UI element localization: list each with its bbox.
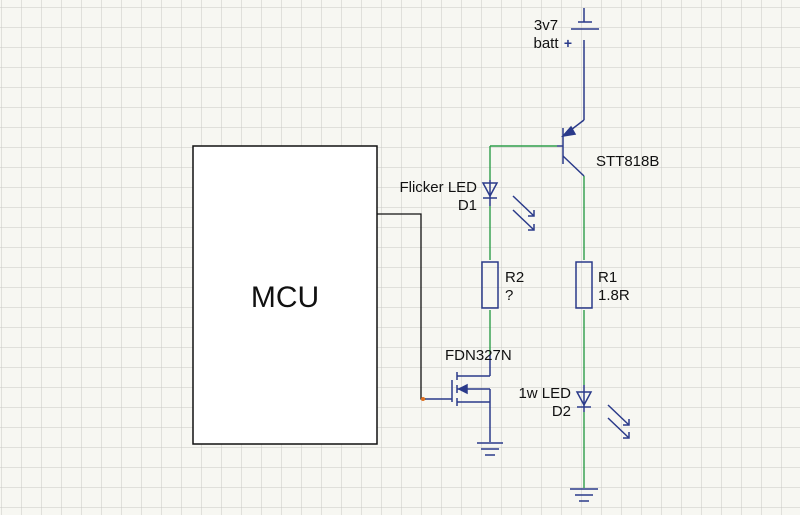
d2-ref: D2 [552,403,571,420]
r2-ref: R2 [505,269,524,286]
d1-label: Flicker LED [399,179,477,196]
ground-symbol-1 [477,442,503,456]
mcu-label: MCU [251,281,319,314]
resistor-r1[interactable] [575,261,593,309]
resistor-r2[interactable] [481,261,499,309]
battery-voltage-label: 3v7 [534,17,558,34]
battery-symbol[interactable] [571,8,599,120]
led-d2[interactable] [575,385,630,439]
transistor-q1[interactable] [557,119,585,177]
d1-ref: D1 [458,197,477,214]
wires [489,145,585,488]
d2-label: 1w LED [518,385,571,402]
r2-value: ? [505,287,513,304]
r1-value: 1.8R [598,287,630,304]
battery-name-label: batt [533,35,559,52]
battery-plus-sign: + [564,35,572,51]
r1-ref: R1 [598,269,617,286]
gate-pin-marker [421,397,425,401]
ground-symbol-2 [570,488,598,502]
transistor-part-label: STT818B [596,153,659,170]
led-d1[interactable] [481,180,535,231]
mcu-block[interactable]: MCU [192,145,378,445]
mcu-outline [192,145,378,445]
mosfet-q2[interactable] [426,355,491,442]
mosfet-part-label: FDN327N [445,347,512,364]
